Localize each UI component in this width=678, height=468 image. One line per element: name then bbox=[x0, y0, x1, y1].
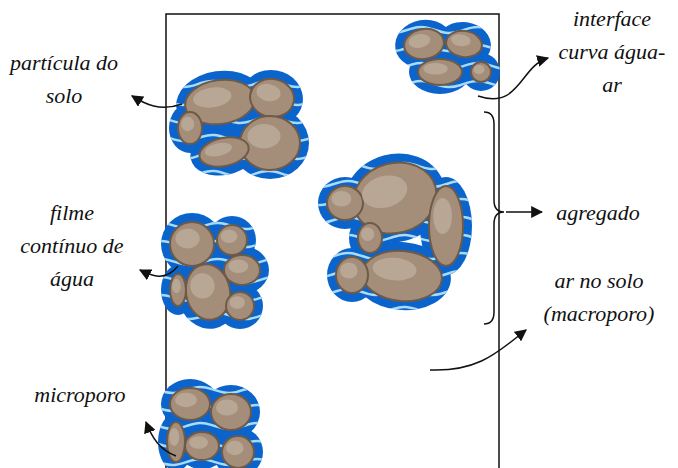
soil-particle bbox=[471, 62, 491, 82]
water-line bbox=[150, 205, 298, 212]
particle-highlight bbox=[188, 271, 216, 300]
leader-line bbox=[506, 211, 542, 213]
water-line bbox=[150, 387, 296, 394]
soil-particle bbox=[327, 186, 363, 220]
particle-highlight bbox=[181, 117, 194, 131]
particle-highlight bbox=[192, 85, 233, 110]
water-line bbox=[150, 369, 296, 376]
soil-particle bbox=[224, 255, 260, 285]
callout-label: agregado bbox=[543, 196, 653, 229]
aggregate bbox=[150, 351, 296, 468]
soil-particle bbox=[418, 59, 462, 85]
soil-particle bbox=[178, 112, 202, 144]
particle-highlight bbox=[358, 171, 411, 213]
soil-particle bbox=[360, 248, 444, 305]
leader-lines bbox=[132, 58, 548, 456]
water-line bbox=[364, 116, 502, 123]
water-line bbox=[285, 307, 501, 313]
particle-highlight bbox=[229, 260, 249, 274]
soil-particle bbox=[429, 186, 463, 266]
soil-particle bbox=[185, 432, 219, 460]
water-film bbox=[213, 427, 263, 468]
soil-particle bbox=[240, 116, 300, 170]
particle-highlight bbox=[332, 191, 352, 206]
water-line bbox=[150, 44, 322, 52]
water-line bbox=[150, 62, 322, 70]
aggregate bbox=[150, 187, 298, 356]
particle-highlight bbox=[175, 393, 197, 407]
aggregate bbox=[150, 44, 322, 196]
soil-particle bbox=[181, 261, 234, 324]
particle-highlight bbox=[172, 279, 181, 293]
particle-highlight bbox=[433, 198, 452, 234]
particle-highlight bbox=[340, 262, 358, 278]
leader-line bbox=[146, 422, 176, 456]
particle-highlight bbox=[216, 399, 238, 415]
callout-label: filme contínuo de água bbox=[17, 196, 127, 295]
callout-label: microporo bbox=[10, 378, 150, 411]
soil-particle bbox=[336, 257, 368, 293]
soil-particle bbox=[222, 436, 254, 468]
water-line bbox=[150, 259, 298, 266]
water-line bbox=[150, 187, 298, 194]
particle-highlight bbox=[204, 141, 234, 159]
callout-label: interface curva água-ar bbox=[557, 2, 667, 101]
soil-particle bbox=[217, 225, 247, 255]
brace bbox=[484, 112, 504, 324]
soil-particle bbox=[170, 222, 214, 266]
aggregate bbox=[364, 14, 502, 123]
soil-particle bbox=[170, 274, 186, 306]
water-line bbox=[150, 188, 322, 196]
soil-particle bbox=[358, 223, 382, 253]
soil-particle bbox=[211, 394, 251, 430]
soil-particle bbox=[247, 75, 297, 120]
particle-highlight bbox=[248, 124, 281, 148]
soil-particle bbox=[402, 26, 447, 62]
soil-particle bbox=[197, 133, 252, 171]
callout-label: ar no solo (macroporo) bbox=[524, 264, 674, 330]
particle-highlight bbox=[230, 296, 245, 309]
particle-highlight bbox=[407, 32, 431, 49]
leader-line bbox=[430, 330, 526, 370]
water-line bbox=[150, 170, 322, 178]
soil-particle bbox=[444, 29, 483, 60]
particle-highlight bbox=[450, 33, 471, 47]
water-line bbox=[150, 351, 296, 358]
particle-highlight bbox=[424, 63, 448, 75]
water-line bbox=[285, 235, 501, 241]
leader-line bbox=[140, 266, 178, 276]
particle-highlight bbox=[189, 436, 208, 449]
particle-highlight bbox=[361, 228, 374, 242]
particle-highlight bbox=[176, 229, 200, 249]
particle-highlight bbox=[226, 441, 244, 455]
particle-highlight bbox=[372, 256, 418, 282]
particle-highlight bbox=[255, 82, 282, 103]
soil-particle bbox=[226, 292, 254, 320]
leader-line bbox=[478, 58, 548, 99]
leader-line bbox=[132, 96, 182, 107]
water-line bbox=[150, 331, 298, 338]
particle-highlight bbox=[169, 428, 179, 446]
water-line bbox=[364, 98, 502, 105]
water-line bbox=[285, 145, 501, 151]
callout-label: partícula do solo bbox=[4, 46, 124, 112]
water-line bbox=[364, 14, 502, 15]
particle-highlight bbox=[474, 65, 485, 74]
water-line bbox=[150, 349, 298, 356]
particle-highlight bbox=[221, 230, 238, 244]
aggregates bbox=[150, 14, 502, 468]
soil-particle bbox=[170, 388, 210, 420]
aggregate bbox=[285, 142, 501, 314]
